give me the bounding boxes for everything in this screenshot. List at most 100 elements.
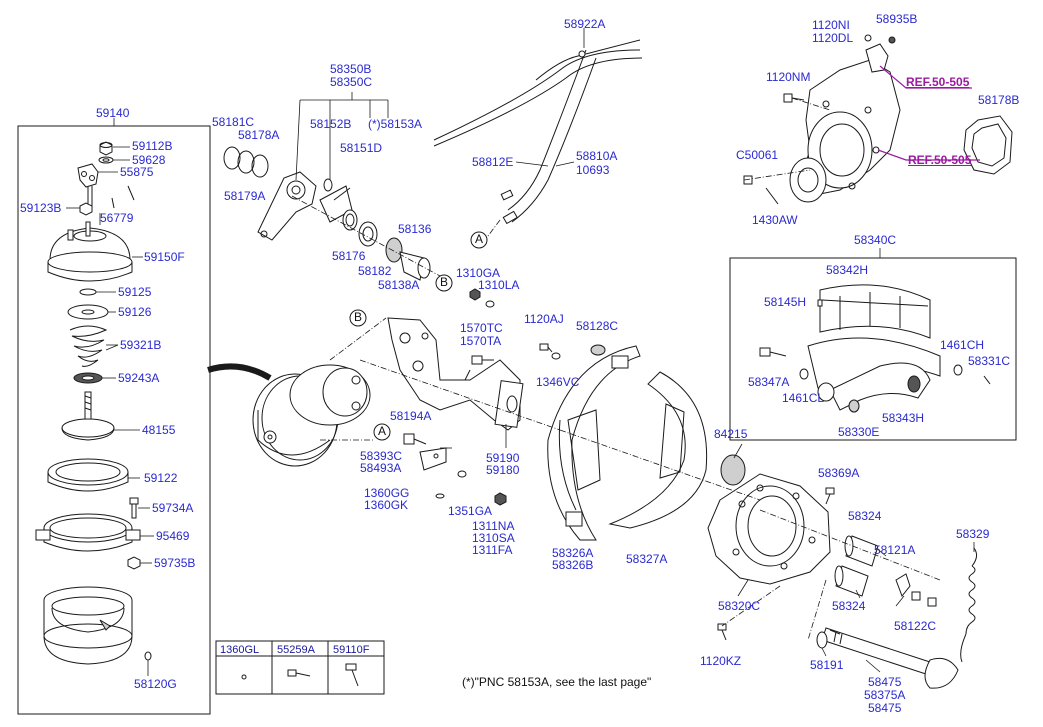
- part-label-58375a[interactable]: 58375A: [864, 688, 906, 702]
- part-label-58136[interactable]: 58136: [398, 222, 432, 236]
- part-label-1120aj[interactable]: 1120AJ: [524, 312, 564, 326]
- part-label-58475-b[interactable]: 58475: [868, 701, 902, 715]
- part-label-59150f[interactable]: 59150F: [144, 250, 185, 264]
- part-label-59126[interactable]: 59126: [118, 305, 152, 319]
- part-label-1120ni[interactable]: 1120NI: [812, 18, 850, 32]
- part-label-58153a[interactable]: (*)58153A: [368, 117, 423, 131]
- part-label-58475-a[interactable]: 58475: [868, 675, 902, 689]
- part-label-58812e[interactable]: 58812E: [472, 155, 514, 169]
- bolt-1120nm-drawing: [783, 93, 805, 103]
- part-label-59734a[interactable]: 59734A: [152, 501, 194, 515]
- ref-link-50-505-lower[interactable]: REF.50-505: [908, 153, 972, 167]
- part-label-1570ta[interactable]: 1570TA: [460, 334, 502, 348]
- part-label-95469[interactable]: 95469: [156, 529, 190, 543]
- part-label-59628[interactable]: 59628: [132, 153, 166, 167]
- part-label-59123b[interactable]: 59123B: [20, 201, 62, 215]
- part-label-84215[interactable]: 84215: [714, 427, 748, 441]
- bushing-58324-upper-drawing: [844, 535, 879, 567]
- part-label-58128c[interactable]: 58128C: [576, 319, 619, 333]
- brake-shoe-58342h-drawing: [807, 284, 941, 395]
- part-label-58176[interactable]: 58176: [332, 249, 366, 263]
- part-label-58181c[interactable]: 58181C: [212, 115, 255, 129]
- part-label-55875[interactable]: 55875: [120, 165, 154, 179]
- part-label-58326b[interactable]: 58326B: [552, 558, 594, 572]
- part-label-58393c[interactable]: 58393C: [360, 449, 403, 463]
- part-label-59735b[interactable]: 59735B: [154, 556, 196, 570]
- part-label-58350c[interactable]: 58350C: [330, 75, 373, 89]
- part-label-1311fa[interactable]: 1311FA: [472, 543, 513, 557]
- part-label-c50061[interactable]: C50061: [736, 148, 779, 162]
- part-label-58324-lower[interactable]: 58324: [832, 599, 866, 613]
- part-label-58369a[interactable]: 58369A: [818, 466, 860, 480]
- part-label-58935b[interactable]: 58935B: [876, 12, 918, 26]
- part-label-58350b[interactable]: 58350B: [330, 62, 372, 76]
- part-label-58329[interactable]: 58329: [956, 527, 990, 541]
- part-label-59125[interactable]: 59125: [118, 285, 152, 299]
- part-label-1351ga[interactable]: 1351GA: [448, 504, 493, 518]
- legend-header-55259a[interactable]: 55259A: [277, 644, 315, 656]
- part-label-58138a[interactable]: 58138A: [378, 278, 420, 292]
- part-label-58343h[interactable]: 58343H: [882, 411, 925, 425]
- part-label-58182[interactable]: 58182: [358, 264, 392, 278]
- part-label-1310sa[interactable]: 1310SA: [472, 531, 515, 545]
- part-label-58191[interactable]: 58191: [810, 658, 844, 672]
- part-label-58122c[interactable]: 58122C: [894, 619, 937, 633]
- part-label-1570tc[interactable]: 1570TC: [460, 321, 503, 335]
- part-label-58331c[interactable]: 58331C: [968, 354, 1011, 368]
- part-label-1360gg[interactable]: 1360GG: [364, 486, 410, 500]
- dust-shield-58326a-drawing: [547, 345, 641, 541]
- part-label-1120nm[interactable]: 1120NM: [766, 70, 811, 84]
- part-label-58493a[interactable]: 58493A: [360, 461, 402, 475]
- callout-b-bracket: B: [354, 310, 363, 324]
- part-label-58922a[interactable]: 58922A: [564, 17, 606, 31]
- part-label-59243a[interactable]: 59243A: [118, 371, 160, 385]
- part-label-59190[interactable]: 59190: [486, 451, 520, 465]
- part-label-59122[interactable]: 59122: [144, 471, 178, 485]
- part-label-58151d[interactable]: 58151D: [340, 141, 383, 155]
- part-label-58340c[interactable]: 58340C: [854, 233, 897, 247]
- part-label-1310ga[interactable]: 1310GA: [456, 266, 501, 280]
- part-label-58810a[interactable]: 58810A: [576, 149, 618, 163]
- part-label-1311na[interactable]: 1311NA: [472, 519, 515, 533]
- part-label-10693[interactable]: 10693: [576, 163, 610, 177]
- part-label-58347a[interactable]: 58347A: [748, 375, 790, 389]
- spring-59321b-drawing: [69, 325, 118, 367]
- part-label-59321b[interactable]: 59321B: [120, 338, 162, 352]
- part-label-1461cl[interactable]: 1461CL: [782, 391, 825, 405]
- part-label-58324-upper[interactable]: 58324: [848, 509, 882, 523]
- ref-leaders: [877, 65, 980, 161]
- slack-adjuster-bracket-drawing: [257, 171, 317, 241]
- part-label-56779[interactable]: 56779: [100, 211, 134, 225]
- part-label-58152b[interactable]: 58152B: [310, 117, 352, 131]
- part-label-59112b[interactable]: 59112B: [132, 139, 173, 153]
- nut-59735b-drawing: [127, 556, 152, 570]
- legend-header-1360gl[interactable]: 1360GL: [220, 644, 260, 656]
- flange-c50061-drawing: [789, 157, 827, 203]
- part-label-58342h[interactable]: 58342H: [826, 263, 869, 277]
- legend-header-59110f[interactable]: 59110F: [333, 644, 370, 656]
- part-label-58330e[interactable]: 58330E: [838, 425, 880, 439]
- part-label-1310la[interactable]: 1310LA: [478, 278, 520, 292]
- part-label-58178b[interactable]: 58178B: [978, 93, 1020, 107]
- part-label-58179a[interactable]: 58179A: [224, 189, 266, 203]
- part-label-58121a[interactable]: 58121A: [874, 543, 916, 557]
- part-label-1360gk[interactable]: 1360GK: [364, 498, 409, 512]
- part-label-58320c[interactable]: 58320C: [718, 599, 761, 613]
- part-label-58120g[interactable]: 58120G: [134, 677, 177, 691]
- part-label-1120dl[interactable]: 1120DL: [812, 31, 854, 45]
- part-label-48155[interactable]: 48155: [142, 423, 176, 437]
- part-label-59180[interactable]: 59180: [486, 463, 520, 477]
- part-label-58145h[interactable]: 58145H: [764, 295, 807, 309]
- dust-shield-58327a-drawing: [608, 371, 708, 529]
- part-label-58327a[interactable]: 58327A: [626, 552, 668, 566]
- part-label-58326a[interactable]: 58326A: [552, 546, 594, 560]
- part-label-1120kz[interactable]: 1120KZ: [700, 654, 742, 668]
- clevis-55875-drawing: [77, 163, 118, 206]
- part-label-1346vc[interactable]: 1346VC: [536, 375, 580, 389]
- ref-link-50-505-upper[interactable]: REF.50-505: [906, 75, 970, 89]
- part-label-58178a[interactable]: 58178A: [238, 128, 280, 142]
- part-label-58194a[interactable]: 58194A: [390, 409, 432, 423]
- part-label-1461ch[interactable]: 1461CH: [940, 338, 985, 352]
- part-label-59140[interactable]: 59140: [96, 106, 130, 120]
- part-label-1430aw[interactable]: 1430AW: [752, 213, 798, 227]
